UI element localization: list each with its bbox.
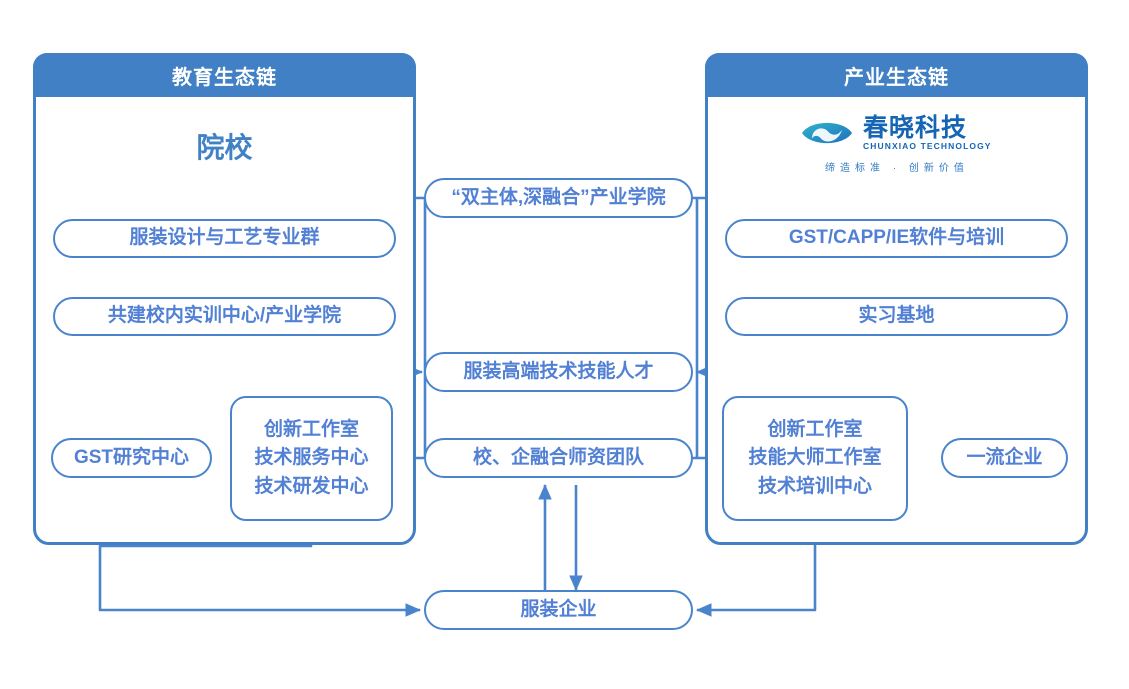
node-apparel-enterprise[interactable]: 服装企业 [424, 590, 693, 630]
logo-name-cn: 春晓科技 [863, 113, 968, 142]
node-internship-base[interactable]: 实习基地 [725, 297, 1068, 336]
panel-education-title: 教育生态链 [33, 53, 416, 97]
node-education-centers[interactable]: 创新工作室 技术服务中心 技术研发中心 [230, 396, 393, 521]
panel-industry-title: 产业生态链 [705, 53, 1088, 97]
node-gst-research-center[interactable]: GST研究中心 [51, 438, 212, 478]
node-joint-faculty-team[interactable]: 校、企融合师资团队 [424, 438, 693, 478]
chunxiao-logo: 春晓科技 CHUNXIAO TECHNOLOGY 缔造标准 · 创新价值 [800, 112, 994, 176]
chunxiao-eye-logo-icon [802, 122, 852, 144]
node-high-end-talent[interactable]: 服装高端技术技能人才 [424, 352, 693, 392]
node-apparel-design-major[interactable]: 服装设计与工艺专业群 [53, 219, 396, 258]
node-top-enterprise[interactable]: 一流企业 [941, 438, 1068, 478]
logo-name-en: CHUNXIAO TECHNOLOGY [863, 141, 992, 152]
heading-school: 院校 [196, 132, 253, 163]
logo-tagline: 缔造标准 · 创新价值 [825, 163, 969, 174]
node-gst-capp-ie-software[interactable]: GST/CAPP/IE软件与培训 [725, 219, 1068, 258]
node-dual-subject-industry-college[interactable]: “双主体,深融合”产业学院 [424, 178, 693, 218]
node-campus-training-center[interactable]: 共建校内实训中心/产业学院 [53, 297, 396, 336]
node-industry-centers[interactable]: 创新工作室 技能大师工作室 技术培训中心 [722, 396, 908, 521]
